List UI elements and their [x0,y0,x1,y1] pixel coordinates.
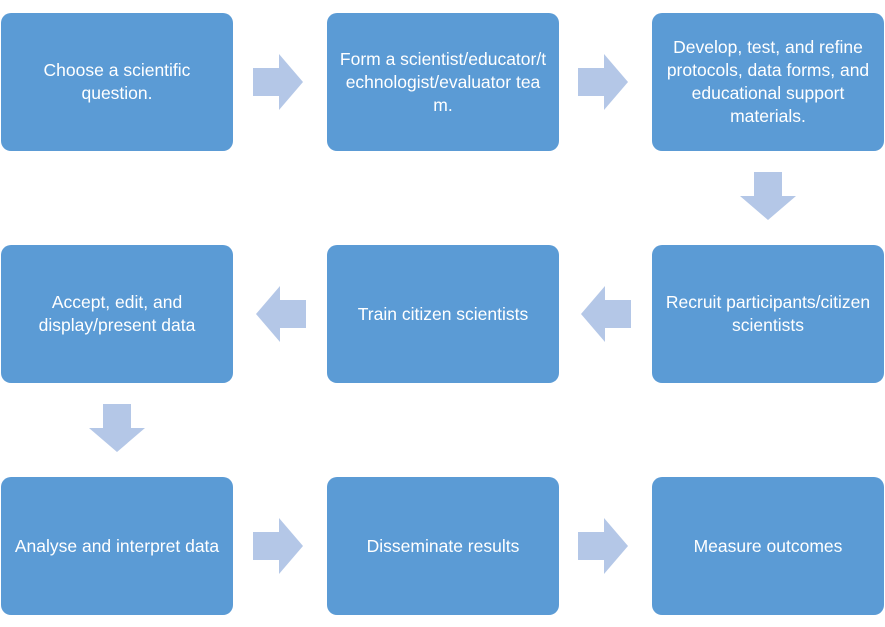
step-train-citizens: Train citizen scientists [327,245,559,383]
step-measure-outcomes: Measure outcomes [652,477,884,615]
step-label: Train citizen scientists [357,303,529,324]
step-recruit-participants: Recruit participants/citizen scientists [652,245,884,383]
step-form-team: Form a scientist/educator/technologist/e… [327,13,559,151]
step-label: Analyse and interpret data [14,535,220,556]
step-choose-question: Choose a scientific question. [1,13,233,151]
step-label: Measure outcomes [693,535,843,556]
step-label: Choose a scientific question. [43,60,191,103]
arrow-right-icon [578,54,628,110]
arrow-left-icon [256,286,306,342]
step-develop-protocols: Develop, test, and refine protocols, dat… [652,13,884,151]
step-label: Disseminate results [366,535,520,556]
arrow-down-icon [89,404,145,452]
step-analyse-data: Analyse and interpret data [1,477,233,615]
arrow-right-icon [253,54,303,110]
step-label: Recruit participants/citizen scientists [665,292,871,335]
step-label: Develop, test, and refine protocols, dat… [666,37,870,126]
arrow-right-icon [578,518,628,574]
step-accept-data: Accept, edit, and display/present data [1,245,233,383]
arrow-down-icon [740,172,796,220]
step-label: Form a scientist/educator/technologist/e… [339,48,547,115]
step-label: Accept, edit, and display/present data [38,292,196,335]
arrow-right-icon [253,518,303,574]
step-disseminate-results: Disseminate results [327,477,559,615]
arrow-left-icon [581,286,631,342]
